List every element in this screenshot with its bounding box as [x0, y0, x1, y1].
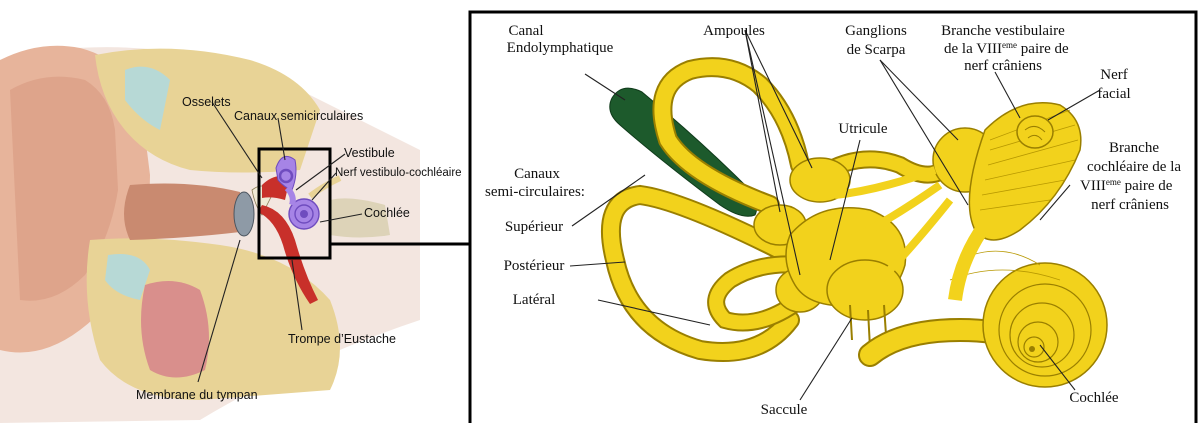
label-membrane-tympan: Membrane du tympan [136, 388, 258, 402]
label-trompe-eustache: Trompe d’Eustache [288, 332, 396, 346]
label-ampoules: Ampoules [703, 23, 765, 39]
label-branche-coch-1: Branche [1109, 140, 1159, 156]
label-branche-coch-2: cochléaire de la [1087, 159, 1181, 175]
label-osselets: Osselets [182, 95, 231, 109]
label-canaux-1: Canaux [514, 166, 560, 182]
label-ganglions-2: de Scarpa [847, 42, 906, 58]
ear-canal [124, 184, 240, 240]
label-cochlee-right: Cochlée [1069, 390, 1118, 406]
label-cochlee-left: Cochlée [364, 206, 410, 220]
label-canaux-2: semi-circulaires: [485, 184, 585, 200]
label-utricule: Utricule [838, 121, 887, 137]
ear-illustration: Osselets Canaux semicirculaires Vestibul… [0, 46, 470, 423]
label-saccule: Saccule [761, 402, 808, 418]
label-superieur: Supérieur [505, 219, 563, 235]
label-posterieur: Postérieur [504, 258, 565, 274]
label-vestibule: Vestibule [344, 146, 395, 160]
label-ganglions-1: Ganglions [845, 23, 907, 39]
label-nerf-vestibulo-cochleaire: Nerf vestibulo-cochléaire [335, 167, 462, 179]
label-canal-1: Canal [509, 23, 544, 39]
label-branche-vest-3: nerf crâniens [964, 58, 1042, 74]
muscle-tissue [141, 281, 209, 378]
label-canaux-semicirculaires: Canaux semicirculaires [234, 109, 363, 123]
label-branche-vest-1: Branche vestibulaire [941, 23, 1065, 39]
label-nerf-facial-2: facial [1097, 86, 1130, 102]
label-canal-2: Endolymphatique [507, 40, 614, 56]
label-branche-coch-4: nerf crâniens [1091, 197, 1169, 213]
label-lateral: Latéral [513, 292, 555, 308]
label-branche-coch-3: VIIIeme paire de [1080, 177, 1173, 194]
tympanic-membrane [234, 192, 254, 236]
label-nerf-facial-1: Nerf [1100, 67, 1127, 83]
nerf-facial-section [1017, 116, 1053, 148]
